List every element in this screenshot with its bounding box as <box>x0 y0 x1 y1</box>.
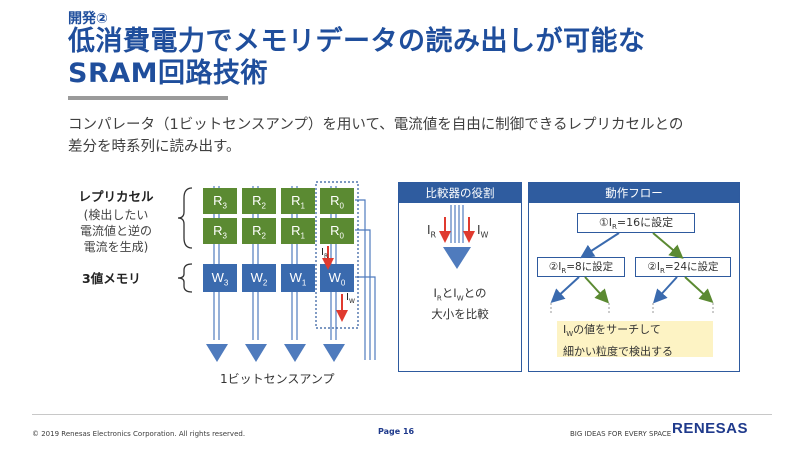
arrow-2b-right <box>684 276 714 304</box>
comparator-caption: IRとIWとの 大小を比較 <box>399 285 521 322</box>
description-line-2: 差分を時系列に読み出す。 <box>68 139 241 155</box>
memory-array-diagram <box>177 181 376 362</box>
replica-row-2 <box>203 218 354 244</box>
description-line-1: コンパレータ（1ビットセンスアンプ）を用いて、電流値を自由に制御できるレプリカセ… <box>68 117 684 133</box>
comparator-caption-line-2: 大小を比較 <box>431 307 489 322</box>
replica-brace <box>177 187 193 249</box>
replica-cell-R0: R0 <box>330 193 344 211</box>
replica-cell-R2: R2 <box>252 223 266 241</box>
replica-label: レプリカセル <box>78 189 154 204</box>
section-kicker: 開発② <box>68 11 108 27</box>
replica-note-line-1: (検出したい <box>83 208 149 222</box>
memory-cell-W0: W0 <box>328 270 346 288</box>
flow-arrows <box>550 232 714 313</box>
replica-row-1 <box>203 188 354 214</box>
title-line-2: SRAM回路技術 <box>68 58 269 89</box>
flow-panel: 動作フロー ①IR=16に設定 ②IR=8に設定 ②IR=24に設定 IWの値を… <box>528 182 740 372</box>
renesas-logo: RENESAS <box>672 420 749 437</box>
comparator-panel-title: 比較器の役割 <box>399 183 521 203</box>
title-line-1: 低消費電力でメモリデータの読み出しが可能な <box>68 26 646 57</box>
memory-cell-W3: W3 <box>211 270 229 288</box>
footer-tagline: BIG IDEAS FOR EVERY SPACE <box>570 430 672 438</box>
comparator-symbol <box>439 205 475 269</box>
title-underline <box>68 96 228 100</box>
sense-amps <box>206 344 345 362</box>
flow-note-line-2: 細かい粒度で検出する <box>563 345 673 359</box>
replica-cell-R0: R0 <box>330 223 344 241</box>
footer-copyright: © 2019 Renesas Electronics Corporation. … <box>32 430 246 438</box>
column-0-selection <box>315 181 359 329</box>
replica-cell-R2: R2 <box>252 193 266 211</box>
memory-cell-W2: W2 <box>250 270 268 288</box>
memory-cell-W1: W1 <box>289 270 307 288</box>
replica-label-group: レプリカセル (検出したい 電流値と逆の 電流を生成) <box>60 186 172 255</box>
page-title: 低消費電力でメモリデータの読み出しが可能な SRAM回路技術 <box>68 26 646 90</box>
ir-current-label: IR <box>321 247 329 260</box>
comparator-triangle <box>443 247 471 269</box>
replica-note: (検出したい 電流値と逆の 電流を生成) <box>60 207 172 255</box>
description: コンパレータ（1ビットセンスアンプ）を用いて、電流値を自由に制御できるレプリカセ… <box>68 114 683 158</box>
arrow-to-step-2b <box>652 232 684 259</box>
comparator-iw-label: IW <box>477 223 489 240</box>
replica-note-line-2: 電流値と逆の <box>79 224 152 238</box>
arrow-to-step-2a <box>579 232 620 259</box>
memory-brace <box>177 263 193 293</box>
iw-current-label: IW <box>346 292 355 305</box>
arrow-2b-left <box>652 276 678 304</box>
footer-divider <box>32 414 772 415</box>
memory-label: 3値メモリ <box>82 271 141 286</box>
comparator-ir-label: IR <box>427 223 437 240</box>
flow-note-line-1: IWの値をサーチして <box>563 323 661 339</box>
replica-note-line-3: 電流を生成) <box>83 240 149 254</box>
comparator-caption-line-1: IRとIWとの <box>433 286 487 303</box>
arrow-2a-left <box>550 276 580 304</box>
replica-cell-R3: R3 <box>213 223 227 241</box>
flow-step-1: ①IR=16に設定 <box>577 213 695 233</box>
page-number: Page 16 <box>378 427 415 436</box>
sense-amp-label: 1ビットセンスアンプ <box>220 372 335 386</box>
flow-note: IWの値をサーチして 細かい粒度で検出する <box>557 321 713 359</box>
flow-panel-title: 動作フロー <box>529 183 739 203</box>
replica-cell-R3: R3 <box>213 193 227 211</box>
replica-cell-R1: R1 <box>291 193 305 211</box>
comparator-panel: 比較器の役割 IR IW IRとIWとの 大小を比較 <box>398 182 522 372</box>
arrow-2a-right <box>584 276 610 304</box>
replica-cell-R1: R1 <box>291 223 305 241</box>
